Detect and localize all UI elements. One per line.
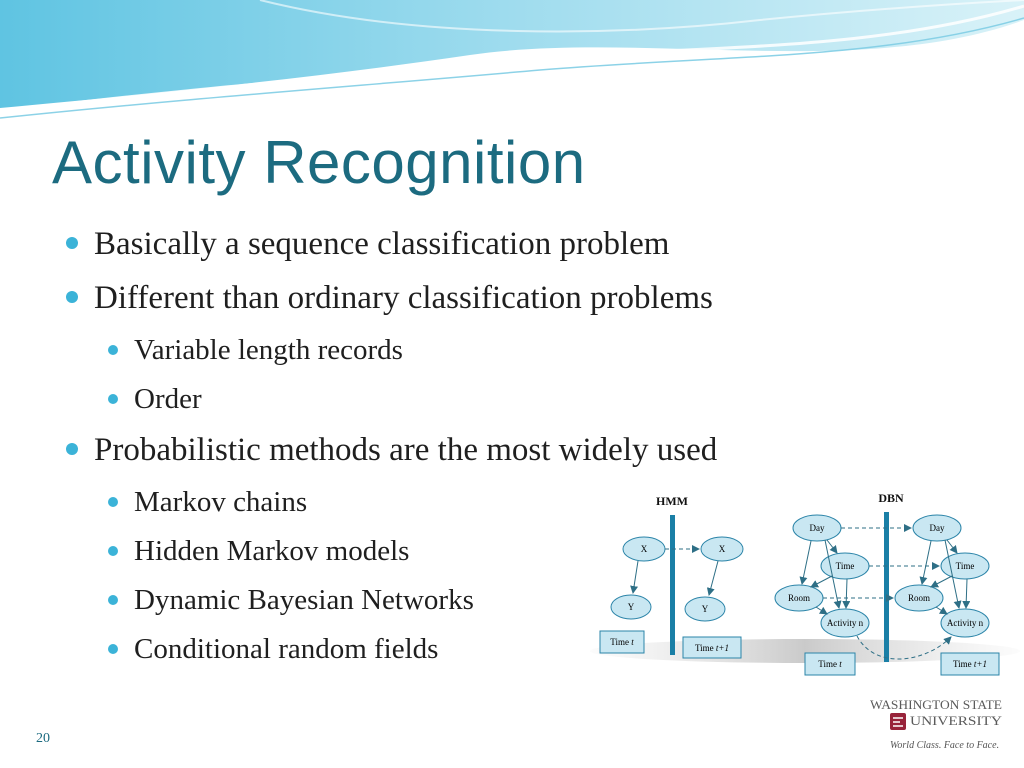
dbn-dependency-arrow <box>826 539 838 554</box>
bullet-text: Dynamic Bayesian Networks <box>134 584 474 616</box>
dbn-time-node-t1: Time <box>940 552 990 580</box>
bullet-text: Variable length records <box>134 334 403 366</box>
hmm-x-label: X <box>719 544 726 554</box>
dbn-day-node-t1: Day <box>912 514 962 542</box>
dbn-dependency-arrow <box>935 606 948 615</box>
svg-text:Time t: Time t <box>610 637 634 647</box>
dbn-day-label: Day <box>810 523 825 533</box>
hmm-x-label: X <box>641 544 648 554</box>
bullet-text: Order <box>134 383 202 415</box>
dbn-time-label: Time <box>956 561 975 571</box>
bullet-icon <box>66 443 78 455</box>
hmm-time-divider <box>670 515 675 655</box>
dbn-activity-node-t: Activity n <box>820 608 870 638</box>
dbn-activity-node-t1: Activity n <box>940 608 990 638</box>
slide-title: Activity Recognition <box>52 129 586 196</box>
dbn-room-node-t: Room <box>774 584 824 612</box>
hmm-y-node-t1: Y <box>684 596 726 622</box>
logo-line2: UNIVERSITY <box>910 713 1003 728</box>
time-variable: t+1 <box>974 659 987 669</box>
hmm-dbn-diagram: HMM X X Y Y Time t Time t+1 DBN Day Time <box>590 491 1020 676</box>
dbn-label: DBN <box>878 491 904 505</box>
wsu-logo: WASHINGTON STATE UNIVERSITY World Class.… <box>870 697 1003 751</box>
dbn-dependency-arrow <box>815 606 828 615</box>
time-label: Time <box>695 643 716 653</box>
sub-bullet-item: Dynamic Bayesian Networks <box>62 580 882 629</box>
logo-line1: WASHINGTON STATE <box>870 697 1002 712</box>
dbn-dependency-arrow <box>799 540 812 585</box>
time-label: Time <box>818 659 839 669</box>
sub-bullet-item: Hidden Markov models <box>62 531 882 580</box>
wsu-cougar-icon <box>890 713 906 730</box>
dbn-dependency-arrow <box>842 578 851 609</box>
bullet-icon <box>108 497 118 507</box>
bullet-text: Markov chains <box>134 486 308 518</box>
time-label: Time <box>953 659 974 669</box>
dbn-room-label: Room <box>788 593 810 603</box>
bullet-item: Probabilistic methods are the most widel… <box>62 428 882 482</box>
bullet-icon <box>108 644 118 654</box>
dbn-time-t-box: Time t <box>804 652 856 676</box>
dbn-dependency-arrow <box>930 575 953 588</box>
dbn-activity-label: Activity n <box>947 618 984 628</box>
svg-text:Time t+1: Time t+1 <box>953 659 987 669</box>
bullet-icon <box>108 345 118 355</box>
svg-text:Time t: Time t <box>818 659 842 669</box>
bullet-icon <box>108 546 118 556</box>
sub-bullet-item: Variable length records <box>62 330 882 379</box>
time-variable: t+1 <box>716 643 729 653</box>
hmm-x-node-t: X <box>622 536 666 562</box>
hmm-x-node-t1: X <box>700 536 744 562</box>
svg-text:Time t+1: Time t+1 <box>695 643 729 653</box>
bullet-text: Probabilistic methods are the most widel… <box>94 432 718 468</box>
header-wave-decoration <box>0 0 1024 119</box>
bullet-text: Basically a sequence classification prob… <box>94 226 670 262</box>
slide-number: 20 <box>36 731 50 746</box>
hmm-emission-arrow <box>706 560 719 596</box>
bullet-icon <box>108 394 118 404</box>
bullet-item: Different than ordinary classification p… <box>62 276 882 330</box>
dbn-day-node-t: Day <box>792 514 842 542</box>
hmm-y-label: Y <box>628 602 635 612</box>
bullet-item: Basically a sequence classification prob… <box>62 222 882 276</box>
bullet-list: Basically a sequence classification prob… <box>62 222 882 678</box>
dbn-dependency-arrow <box>810 575 833 588</box>
sub-bullet-item: Order <box>62 379 882 428</box>
hmm-emission-arrow <box>630 560 639 594</box>
dbn-dependency-arrow <box>946 539 958 554</box>
dbn-dependency-arrow <box>919 540 932 585</box>
dbn-dependency-arrow <box>824 539 842 609</box>
time-label: Time <box>610 637 631 647</box>
hmm-time-t1-box: Time t+1 <box>682 636 742 659</box>
dbn-day-label: Day <box>930 523 945 533</box>
time-variable: t <box>631 637 634 647</box>
hmm-y-node-t: Y <box>610 594 652 620</box>
dbn-time-divider <box>884 512 889 662</box>
dbn-room-label: Room <box>908 593 930 603</box>
bullet-icon <box>108 595 118 605</box>
dbn-activity-label: Activity n <box>827 618 864 628</box>
hmm-time-t-box: Time t <box>599 630 645 654</box>
sub-bullet-item: Conditional random fields <box>62 629 882 678</box>
dbn-dependency-arrow <box>944 539 962 609</box>
bullet-icon <box>66 237 78 249</box>
hmm-label: HMM <box>656 494 688 508</box>
dbn-time-label: Time <box>836 561 855 571</box>
dbn-transition-arrow <box>856 635 952 660</box>
bullet-text: Hidden Markov models <box>134 535 410 567</box>
hmm-y-label: Y <box>702 604 709 614</box>
bullet-icon <box>66 291 78 303</box>
logo-tagline: World Class. Face to Face. <box>890 740 999 751</box>
sub-bullet-item: Markov chains <box>62 482 882 531</box>
dbn-dependency-arrow <box>962 578 971 609</box>
time-variable: t <box>839 659 842 669</box>
dbn-time-t1-box: Time t+1 <box>940 652 1000 676</box>
bullet-text: Conditional random fields <box>134 633 439 665</box>
bullet-text: Different than ordinary classification p… <box>94 280 713 316</box>
dbn-room-node-t1: Room <box>894 584 944 612</box>
